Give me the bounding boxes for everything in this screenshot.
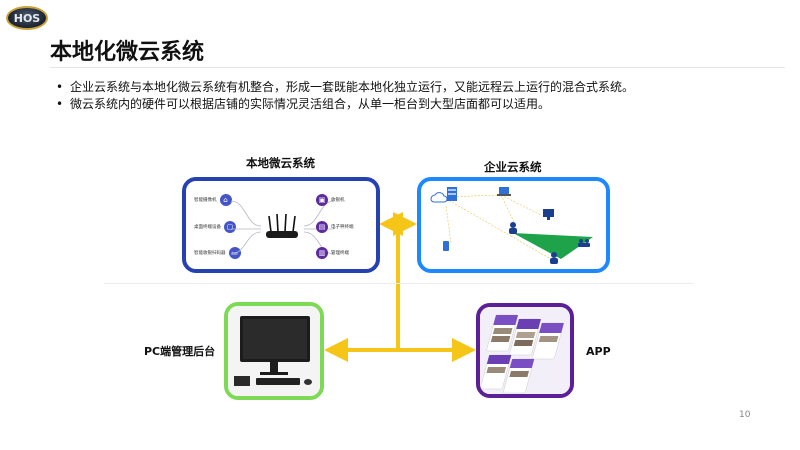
group-icon: [578, 239, 590, 247]
phone-icon: [443, 241, 449, 251]
server-icon: [447, 187, 457, 201]
monitor-icon: [543, 209, 554, 220]
device-item: 智能摄像机 ⌂: [194, 194, 232, 206]
local-system-box: 智能摄像机 ⌂ 桌面终端设备 ▢ 智能收银扫码器 ▭ ▣ 收银机 ▤ 电子秤终端…: [182, 177, 380, 273]
desktop-computer-icon: [228, 306, 320, 396]
printer-icon: ▤: [316, 221, 328, 233]
page-title: 本地化微云系统: [50, 40, 205, 65]
device-item: 桌面终端设备 ▢: [194, 221, 236, 233]
left-links: [231, 200, 261, 255]
device-item: ▣ 收银机: [316, 194, 345, 206]
section-divider: [104, 283, 694, 284]
router-icon: [266, 214, 298, 238]
cloud-system-box: [417, 177, 610, 273]
cloud-system-label: 企业云系统: [484, 160, 542, 174]
pc-backend-box: [224, 302, 324, 400]
bullet-list: 企业云系统与本地化微云系统有机整合，形成一套既能本地化独立运行，又能远程云上运行…: [56, 79, 786, 113]
laptop-icon: [497, 187, 511, 196]
logo-text: HOS: [13, 12, 41, 25]
device-item: ▥ 管理终端: [316, 247, 349, 259]
company-logo: HOS: [6, 6, 48, 30]
bullet-item: 微云系统内的硬件可以根据店铺的实际情况灵活组合，从单一柜台到大型店面都可以适用。: [56, 96, 786, 113]
cash-register-icon: ⌂: [219, 194, 232, 206]
cloud-icon: [430, 192, 448, 203]
person-icon: [509, 222, 517, 234]
local-system-label: 本地微云系统: [246, 156, 315, 170]
pos-icon: ▥: [316, 247, 328, 259]
device-item: ▤ 电子秤终端: [316, 221, 354, 233]
cloud-network-diagram: [430, 187, 593, 264]
app-label: APP: [586, 345, 611, 358]
title-divider: [50, 67, 785, 68]
user-icon: [550, 252, 558, 264]
app-screens-icon: [480, 307, 570, 394]
device-item: 智能收银扫码器 ▭: [194, 247, 241, 259]
tablet-icon: ▢: [224, 221, 236, 233]
page-number: 10: [739, 410, 751, 420]
bullet-item: 企业云系统与本地化微云系统有机整合，形成一套既能本地化独立运行，又能远程云上运行…: [56, 79, 786, 96]
scanner-icon: ▭: [228, 247, 241, 259]
monitor-icon: ▣: [316, 194, 328, 206]
pc-backend-label: PC端管理后台: [144, 345, 216, 358]
app-box: [476, 303, 574, 398]
